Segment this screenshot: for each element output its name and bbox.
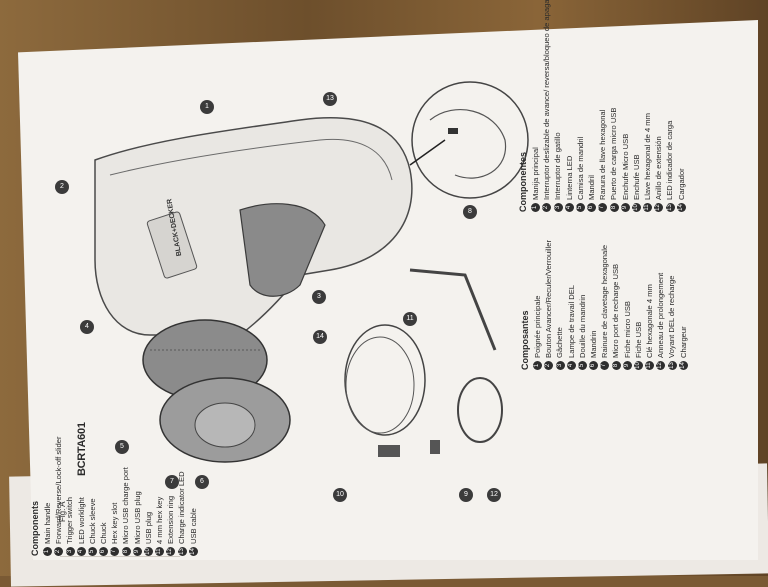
callout-14: 14 [313,330,327,344]
brand-plate [146,211,198,279]
callout-3: 3 [312,290,326,304]
callout-5: 5 [115,440,129,454]
charge-port-inset [411,81,529,199]
hex-key [409,268,497,351]
usb-plug [378,445,400,457]
callout-13: 13 [323,92,337,106]
components-title-fr: Composantes [520,310,530,370]
callout-1: 1 [200,100,214,114]
callout-4: 4 [80,320,94,334]
components-title-es: Componentes [518,151,528,212]
callout-6: 6 [195,475,209,489]
callout-11: 11 [403,312,417,326]
micro-usb-plug [430,440,440,454]
callout-10: 10 [333,488,347,502]
chuck-nose [194,402,256,448]
trigger-grip [239,203,326,297]
extension-ring [457,377,503,443]
callout-12: 12 [487,488,501,502]
drill-body-seam [109,138,393,181]
inset-arrow [409,139,446,166]
callout-8: 8 [463,205,477,219]
callout-7: 7 [165,475,179,489]
page-divider [60,556,180,557]
callout-2: 2 [55,180,69,194]
usb-cable [344,324,426,436]
components-title-en: Components [30,501,40,556]
callout-9: 9 [459,488,473,502]
